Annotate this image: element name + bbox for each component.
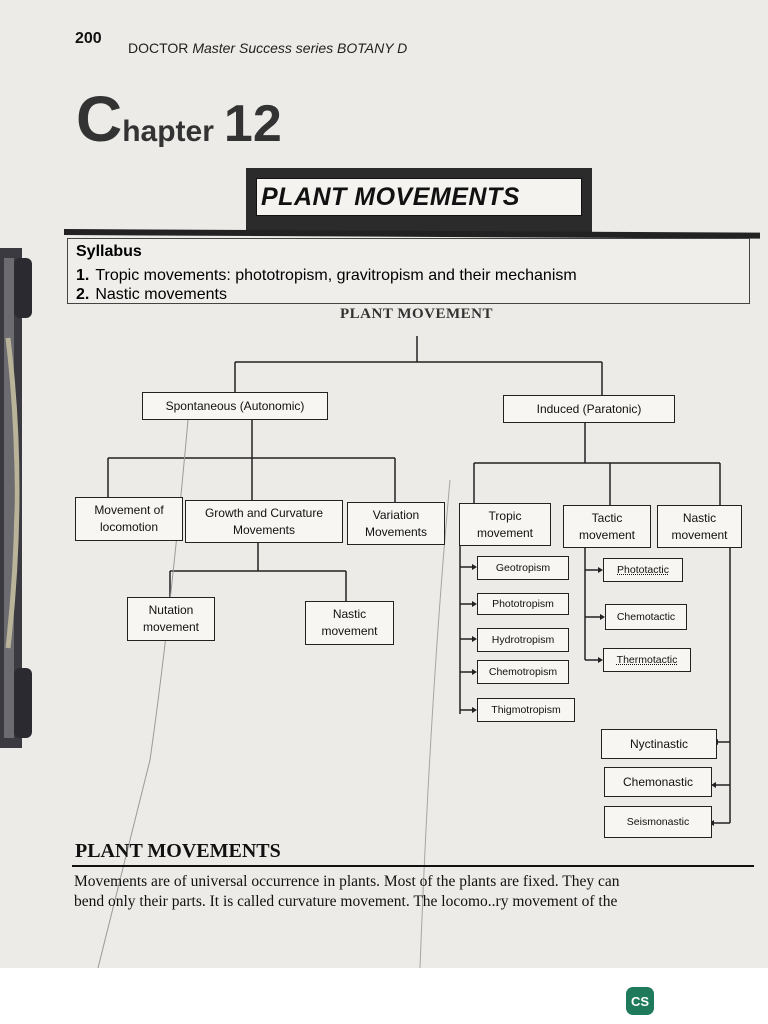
syllabus-item-1: 1. Tropic movements: phototropism, gravit… [76, 267, 577, 285]
variation-node: Variation Movements [347, 502, 445, 545]
tropic-node: Tropic movement [459, 503, 551, 546]
locomotion-line-2: locomotion [99, 520, 159, 534]
syllabus-heading: Syllabus [76, 243, 142, 260]
nastic-left-node: Nastic movement [305, 601, 394, 645]
growth-line-2: Movements [232, 522, 296, 537]
syllabus-item-1-text: Tropic movements: phototropism, gravitro… [95, 267, 577, 284]
nyctinastic-node: Nyctinastic [601, 729, 717, 759]
chemotropism-node: Chemotropism [477, 660, 569, 684]
growth-curvature-node: Growth and Curvature Movements [185, 500, 343, 543]
page-number: 200 [75, 30, 102, 47]
tactic-line-2: movement [578, 527, 636, 542]
spontaneous-node: Spontaneous (Autonomic) [142, 392, 328, 420]
syllabus-item-2: 2. Nastic movements [76, 286, 227, 304]
chemotactic-node: Chemotactic [605, 604, 687, 630]
book-page: 200 DOCTOR Master Success series BOTANY … [0, 0, 768, 968]
nutation-line-1: Nutation [148, 603, 194, 618]
running-head: DOCTOR Master Success series BOTANY D [128, 40, 407, 56]
chapter-heading: Chapter 12 [76, 82, 282, 156]
thermotactic-label: Thermotactic [616, 653, 678, 666]
phototropism-node: Phototropism [477, 593, 569, 615]
nastic-right-node: Nastic movement [657, 505, 742, 548]
phototactic-label: Phototactic [617, 563, 669, 576]
running-head-prefix: DOCTOR [128, 40, 193, 56]
thigmotropism-node: Thigmotropism [477, 698, 575, 722]
hydrotropism-node: Hydrotropism [477, 628, 569, 652]
variation-line-2: Movements [364, 524, 428, 539]
chapter-word: hapter [122, 115, 214, 148]
camscanner-badge[interactable]: CS [626, 987, 654, 1015]
syllabus-item-2-text: Nastic movements [95, 286, 227, 303]
section-heading: PLANT MOVEMENTS [75, 840, 281, 862]
syllabus-item-2-num: 2. [76, 286, 90, 303]
tactic-node: Tactic movement [563, 505, 651, 548]
syllabus-item-1-num: 1. [76, 267, 90, 284]
nutation-line-2: movement [142, 620, 200, 634]
tropic-line-2: movement [476, 525, 534, 540]
induced-node: Induced (Paratonic) [503, 395, 675, 423]
chapter-title: PLANT MOVEMENTS [261, 183, 520, 211]
section-rule [72, 865, 754, 867]
chapter-title-box: PLANT MOVEMENTS [256, 178, 582, 216]
chemonastic-node: Chemonastic [604, 767, 712, 797]
section-paragraph: Movements are of universal occurrence in… [74, 872, 754, 912]
tactic-line-1: Tactic [591, 510, 623, 525]
chapter-initial: C [76, 83, 123, 155]
variation-line-1: Variation [372, 507, 420, 522]
growth-line-1: Growth and Curvature [204, 505, 324, 520]
nastic-right-line-2: movement [671, 527, 728, 542]
nastic-left-line-2: movement [321, 624, 378, 638]
thermotactic-node: Thermotactic [603, 648, 691, 672]
locomotion-node: Movement of locomotion [75, 497, 183, 541]
paragraph-line-2: bend only their parts. It is called curv… [74, 893, 618, 910]
tropic-line-1: Tropic [488, 508, 522, 523]
paragraph-line-1: Movements are of universal occurrence in… [74, 873, 620, 890]
nastic-right-line-1: Nastic [682, 510, 717, 525]
chapter-number: 12 [223, 95, 282, 153]
phototactic-node: Phototactic [603, 558, 683, 582]
binder-clip [0, 248, 34, 748]
geotropism-node: Geotropism [477, 556, 569, 580]
diagram-title: PLANT MOVEMENT [340, 306, 493, 322]
locomotion-line-1: Movement of [94, 503, 164, 518]
running-head-series: Master Success series BOTANY D [192, 40, 408, 56]
seismonastic-node: Seismonastic [604, 806, 712, 838]
nutation-node: Nutation movement [127, 597, 215, 641]
nastic-left-line-1: Nastic [332, 607, 367, 622]
syllabus-box: Syllabus 1. Tropic movements: phototropis… [67, 238, 750, 304]
